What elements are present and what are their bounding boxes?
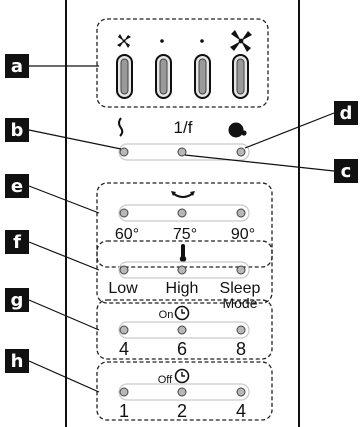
temperature-position-3[interactable] xyxy=(236,265,246,275)
speed-dot-icon xyxy=(200,39,204,43)
fan-large-icon xyxy=(230,30,252,52)
leader-line-f xyxy=(28,241,100,271)
fan-switch-4[interactable] xyxy=(232,54,249,99)
clock-icon xyxy=(174,368,190,384)
on-timer-position-1[interactable] xyxy=(119,325,129,335)
temp-label-sleep: Sleep xyxy=(220,280,261,297)
svg-text:c: c xyxy=(341,161,352,182)
panel-g-frame xyxy=(96,299,273,360)
mode-position-3[interactable] xyxy=(236,147,246,157)
speed-dot-icon xyxy=(160,39,164,43)
leader-line-e xyxy=(28,185,100,214)
fan-switch-1[interactable] xyxy=(116,54,133,99)
svg-text:b: b xyxy=(11,120,24,141)
svg-text:g: g xyxy=(11,290,24,311)
off-timer-position-3[interactable] xyxy=(236,387,246,397)
temp-label-mode: Mode xyxy=(222,295,257,311)
thermometer-icon xyxy=(179,244,187,263)
swing-label-90: 90° xyxy=(231,226,255,243)
breeze-icon xyxy=(118,117,124,137)
off-timer-label-2: 2 xyxy=(177,401,187,421)
off-timer-label-4: 4 xyxy=(236,401,246,421)
swing-icon xyxy=(171,191,195,198)
temp-label-high: High xyxy=(166,280,199,297)
on-timer-position-3[interactable] xyxy=(236,325,246,335)
off-timer-position-2[interactable] xyxy=(177,387,187,397)
svg-text:d: d xyxy=(340,103,353,124)
on-timer-track xyxy=(118,321,250,339)
swing-position-2[interactable] xyxy=(177,208,187,218)
panel-e-swing: 60° 75° 90° xyxy=(96,182,273,268)
swing-position-1[interactable] xyxy=(119,208,129,218)
on-timer-position-2[interactable] xyxy=(177,325,187,335)
callout-a: a xyxy=(5,54,29,78)
off-timer-title: Off xyxy=(158,374,173,386)
mode-track xyxy=(118,143,250,161)
swing-track xyxy=(118,204,250,222)
svg-text:f: f xyxy=(13,232,21,253)
swing-label-75: 75° xyxy=(173,226,197,243)
panel-a-fan-speed xyxy=(96,18,269,108)
leader-line-g xyxy=(28,299,100,331)
leader-line-d xyxy=(244,112,335,149)
leader-line-h xyxy=(28,360,100,393)
clock-icon xyxy=(174,305,190,321)
panel-f-frame xyxy=(96,240,273,304)
callout-e: e xyxy=(5,174,29,198)
on-timer-label-8: 8 xyxy=(236,339,246,359)
panel-g-on-timer: On 4 6 8 xyxy=(96,299,273,360)
leader-lines xyxy=(28,65,335,393)
temp-label-low: Low xyxy=(108,280,138,297)
temperature-position-1[interactable] xyxy=(119,265,129,275)
svg-text:e: e xyxy=(11,176,23,197)
swing-position-3[interactable] xyxy=(236,208,246,218)
swing-label-60: 60° xyxy=(115,226,139,243)
callout-d: d xyxy=(334,101,358,125)
callout-c: c xyxy=(334,159,358,183)
moon-icon xyxy=(228,122,247,138)
fan-switch-3[interactable] xyxy=(194,54,211,99)
leader-line-c xyxy=(184,154,335,172)
temperature-position-2[interactable] xyxy=(177,265,187,275)
off-timer-track xyxy=(118,383,250,401)
on-timer-label-6: 6 xyxy=(177,339,187,359)
label-1-over-f: 1/f xyxy=(174,118,193,137)
off-timer-position-1[interactable] xyxy=(119,387,129,397)
panel-f-temperature: Low High Sleep Mode xyxy=(96,240,273,311)
panel-b-mode: 1/f xyxy=(118,117,250,161)
panel-a-frame xyxy=(96,18,269,108)
callout-f: f xyxy=(5,230,29,254)
mode-position-2[interactable] xyxy=(177,147,187,157)
svg-text:a: a xyxy=(11,56,23,77)
leader-line-b xyxy=(28,129,122,150)
fan-switch-2[interactable] xyxy=(155,54,172,99)
off-timer-label-1: 1 xyxy=(119,401,129,421)
callout-g: g xyxy=(5,288,29,312)
panel-h-off-timer: Off 1 2 4 xyxy=(96,361,273,421)
on-timer-title: On xyxy=(159,309,174,321)
temperature-track xyxy=(118,261,250,279)
panel-h-frame xyxy=(96,361,273,421)
callout-h: h xyxy=(5,349,29,373)
fan-small-icon xyxy=(117,34,131,48)
svg-text:h: h xyxy=(11,351,24,372)
on-timer-label-4: 4 xyxy=(119,339,129,359)
mode-position-1[interactable] xyxy=(119,147,129,157)
callout-b: b xyxy=(5,118,29,142)
